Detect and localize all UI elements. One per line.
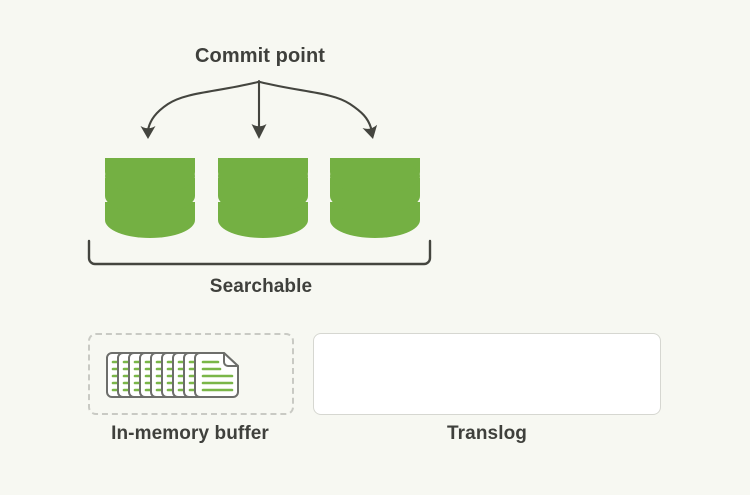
arrow-to-segment-1 [140,80,260,139]
translog-label: Translog [447,423,527,444]
segment-2 [218,158,308,238]
segment-3 [330,158,420,238]
arrow-to-segment-3 [258,80,378,139]
arrow-head-icon [251,124,267,139]
translog-box [313,333,661,415]
segment-1 [105,158,195,238]
arrow-head-icon [362,124,378,139]
arrow-head-icon [140,126,156,139]
in-memory-buffer-label: In-memory buffer [111,423,269,444]
arrow-to-segment-2 [251,79,267,139]
commit-point-label: Commit point [194,45,326,67]
in-memory-buffer-box [88,333,294,415]
searchable-bracket [87,239,432,266]
searchable-label: Searchable [209,276,313,297]
